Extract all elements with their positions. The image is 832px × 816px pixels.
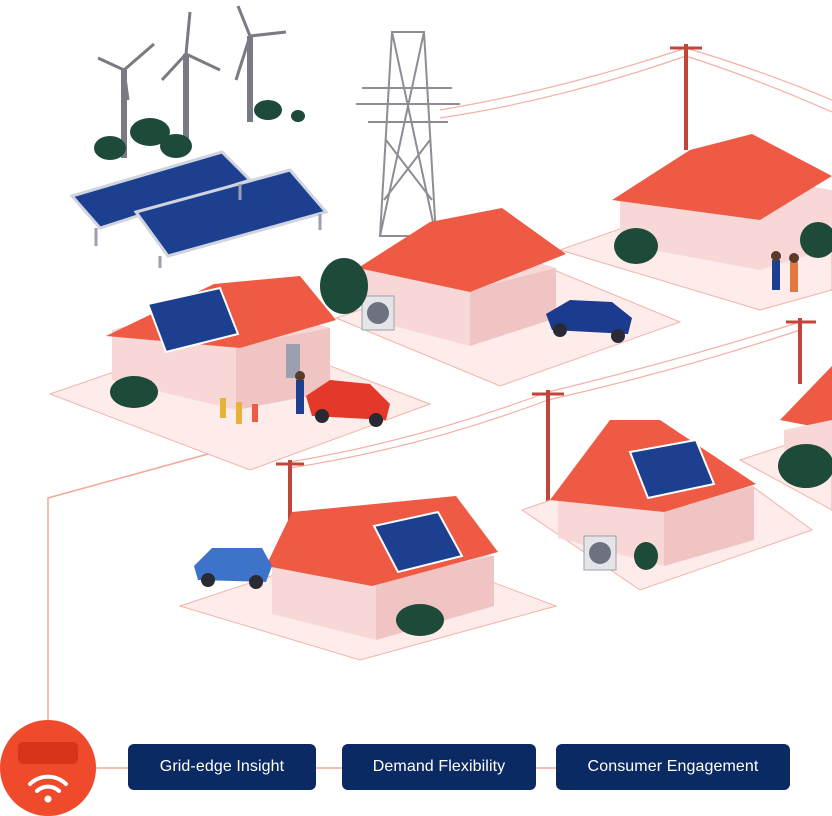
house-b bbox=[320, 208, 566, 346]
step-pill-consumer-engagement[interactable]: Consumer Engagement bbox=[556, 744, 790, 790]
step-pill-demand-flexibility[interactable]: Demand Flexibility bbox=[342, 744, 536, 790]
house-d bbox=[550, 420, 756, 571]
people bbox=[220, 251, 799, 424]
house-f bbox=[778, 366, 832, 488]
wind-turbines bbox=[97, 5, 287, 158]
wifi-icon bbox=[28, 774, 68, 803]
utility-poles bbox=[276, 44, 816, 530]
shrubs bbox=[94, 100, 305, 160]
step-label: Grid-edge Insight bbox=[159, 758, 285, 775]
power-lines bbox=[289, 47, 832, 469]
step-pill-grid-edge-insight[interactable]: Grid-edge Insight bbox=[128, 744, 316, 790]
transmission-tower bbox=[356, 31, 460, 237]
house-e bbox=[266, 496, 498, 640]
step-label: Consumer Engagement bbox=[587, 758, 759, 775]
house-a bbox=[106, 276, 336, 410]
step-label: Demand Flexibility bbox=[372, 758, 506, 775]
hub-badge bbox=[0, 720, 96, 816]
solar-farm bbox=[69, 150, 329, 268]
house-c bbox=[612, 134, 832, 270]
cars bbox=[194, 300, 632, 589]
hub-bar bbox=[18, 742, 78, 764]
connector-lines bbox=[47, 447, 556, 769]
